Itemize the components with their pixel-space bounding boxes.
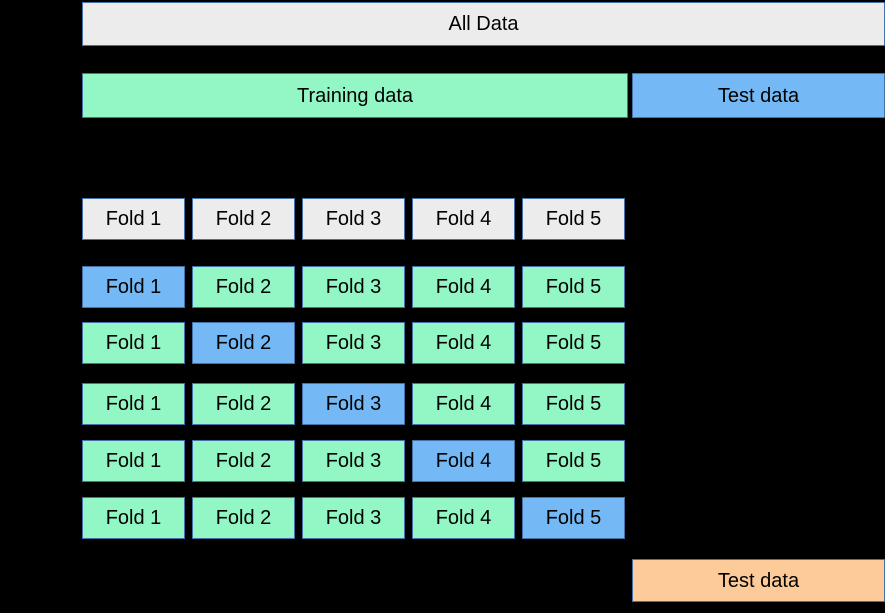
fold-cell-split-3-col2: Fold 2 (192, 383, 295, 425)
test-data-bar-bottom: Test data (632, 559, 885, 602)
fold-cell-split-3-col3: Fold 3 (302, 383, 405, 425)
fold-cell-split-1-col5: Fold 5 (522, 266, 625, 308)
fold-cell-split-1-col1: Fold 1 (82, 266, 185, 308)
fold-cell-split-5-col2: Fold 2 (192, 497, 295, 539)
test-data-bar-top: Test data (632, 73, 885, 118)
fold-cell-split-5-col1: Fold 1 (82, 497, 185, 539)
fold-cell-split-5-col3: Fold 3 (302, 497, 405, 539)
all-data-bar: All Data (82, 2, 885, 46)
fold-cell-split-2-col5: Fold 5 (522, 322, 625, 364)
fold-cell-split-1-col4: Fold 4 (412, 266, 515, 308)
fold-cell-split-2-col4: Fold 4 (412, 322, 515, 364)
fold-cell-fold-header-row-col1: Fold 1 (82, 198, 185, 240)
fold-cell-split-1-col2: Fold 2 (192, 266, 295, 308)
fold-cell-split-4-col1: Fold 1 (82, 440, 185, 482)
fold-cell-split-4-col3: Fold 3 (302, 440, 405, 482)
fold-cell-split-5-col5: Fold 5 (522, 497, 625, 539)
fold-cell-split-2-col1: Fold 1 (82, 322, 185, 364)
fold-cell-fold-header-row-col5: Fold 5 (522, 198, 625, 240)
fold-cell-split-3-col4: Fold 4 (412, 383, 515, 425)
fold-cell-split-4-col4: Fold 4 (412, 440, 515, 482)
fold-cell-split-2-col2: Fold 2 (192, 322, 295, 364)
fold-cell-fold-header-row-col3: Fold 3 (302, 198, 405, 240)
training-data-bar: Training data (82, 73, 628, 118)
fold-cell-fold-header-row-col2: Fold 2 (192, 198, 295, 240)
fold-cell-split-2-col3: Fold 3 (302, 322, 405, 364)
fold-cell-split-3-col1: Fold 1 (82, 383, 185, 425)
fold-cell-split-3-col5: Fold 5 (522, 383, 625, 425)
fold-cell-split-4-col5: Fold 5 (522, 440, 625, 482)
fold-cell-fold-header-row-col4: Fold 4 (412, 198, 515, 240)
fold-cell-split-4-col2: Fold 2 (192, 440, 295, 482)
fold-cell-split-1-col3: Fold 3 (302, 266, 405, 308)
fold-cell-split-5-col4: Fold 4 (412, 497, 515, 539)
